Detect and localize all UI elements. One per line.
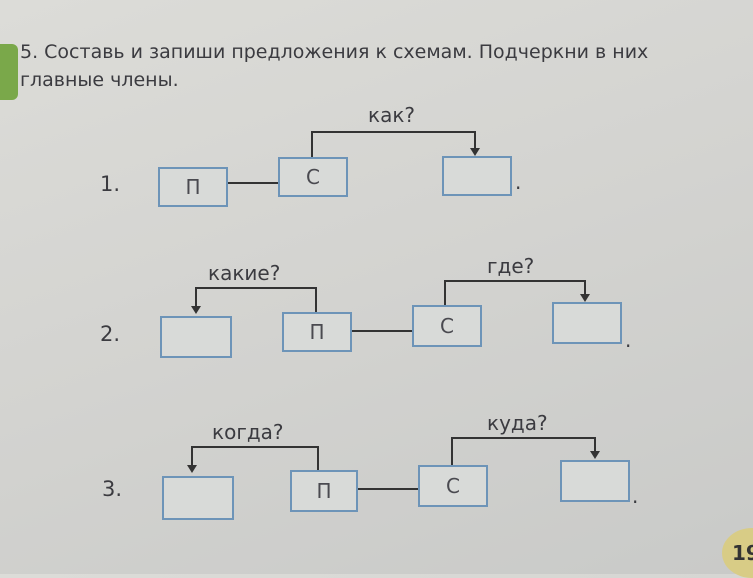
scheme-number: 3. (102, 477, 123, 501)
empty-box (560, 460, 630, 502)
task-line-2: главные члены. (20, 69, 179, 91)
question-label: когда? (212, 420, 284, 444)
empty-box (160, 316, 232, 358)
scheme-number: 1. (100, 172, 121, 196)
subject-box: С (412, 305, 482, 347)
task-text: 5. Составь и запиши предложения к схемам… (20, 38, 648, 94)
question-label: как? (368, 103, 416, 127)
question-label: какие? (208, 261, 281, 285)
predicate-box: П (290, 470, 358, 512)
period: . (632, 484, 639, 508)
task-line-1: 5. Составь и запиши предложения к схемам… (20, 41, 649, 63)
period: . (515, 170, 522, 194)
question-label: куда? (487, 411, 548, 435)
question-label: где? (487, 254, 535, 278)
scheme-number: 2. (100, 322, 121, 346)
predicate-box: П (158, 167, 228, 207)
period: . (625, 328, 632, 352)
green-tab-marker (0, 44, 18, 100)
empty-box (442, 156, 512, 196)
empty-box (162, 476, 234, 520)
subject-box: С (278, 157, 348, 197)
empty-box (552, 302, 622, 344)
predicate-box: П (282, 312, 352, 352)
subject-box: С (418, 465, 488, 507)
